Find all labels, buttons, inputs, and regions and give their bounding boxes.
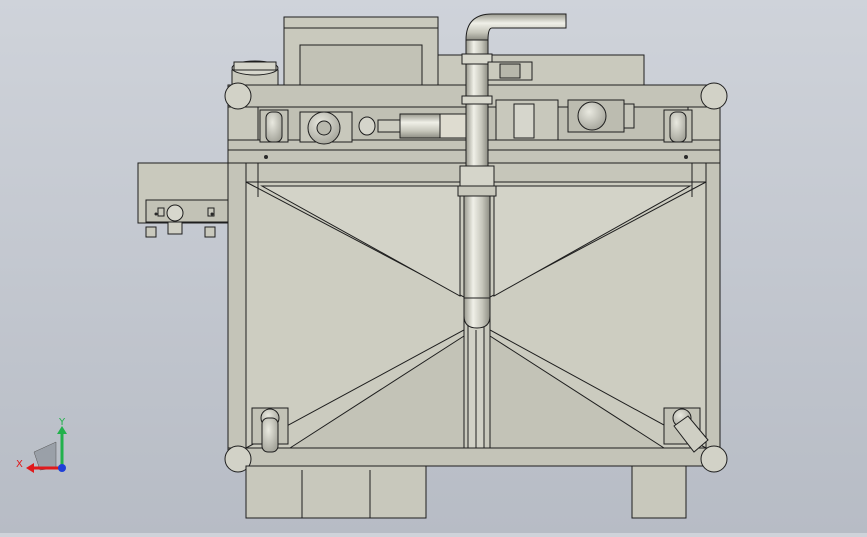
right-column — [705, 162, 721, 467]
pipe-fitting — [459, 165, 495, 187]
triad-x-arrowhead — [26, 463, 34, 473]
corner-bolt-bl — [224, 445, 252, 473]
triad-z-indicator — [33, 441, 57, 471]
vertical-pipe-lower — [463, 195, 491, 303]
triad-y-label: Y — [58, 417, 66, 428]
hopper-top-panel — [260, 185, 461, 297]
triad-x-label: X — [16, 459, 23, 470]
top-box-panel — [299, 44, 423, 88]
bottom-beam — [227, 447, 721, 467]
pipe-elbow-top — [465, 13, 567, 41]
valve-body — [377, 119, 401, 133]
pipe-elbow-bottom — [463, 297, 491, 329]
triad-z-axis — [58, 464, 66, 472]
corner-bolt-tl — [224, 82, 252, 110]
coordinate-triad: Y X — [16, 417, 67, 473]
triad-y-arrowhead — [57, 426, 67, 434]
bottom-bin-right — [631, 465, 687, 519]
corner-bolt-br — [700, 445, 728, 473]
corner-bolt-tr — [700, 82, 728, 110]
side-valve-icon — [166, 204, 184, 222]
bottom-bin-left — [245, 465, 427, 519]
left-column — [227, 162, 247, 467]
